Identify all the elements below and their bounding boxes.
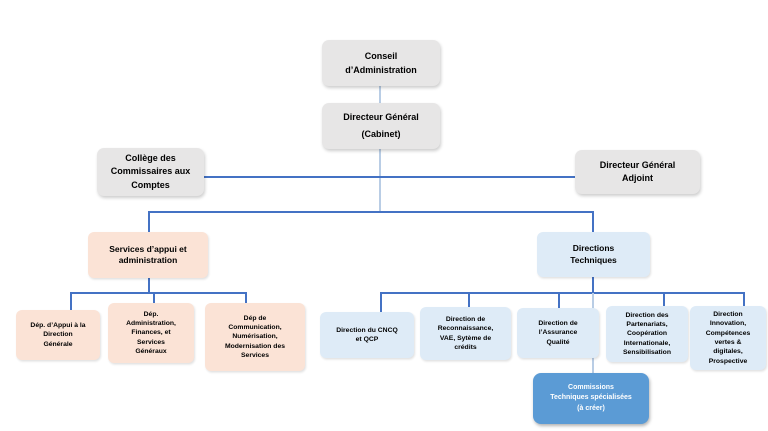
org-node-directeur-general-adjoint: Directeur Général Adjoint xyxy=(575,150,700,194)
connector-drop-partenariats xyxy=(663,292,665,306)
org-node-direction-partenariats: Direction des Partenariats, Coopération … xyxy=(606,306,688,362)
org-node-direction-reconnaissance: Direction de Reconnaissance, VAE, Sytème… xyxy=(420,307,511,360)
connector-right-splitter xyxy=(380,292,743,294)
org-node-dep-admin-finances: Dép. Administration, Finances, et Servic… xyxy=(108,303,194,363)
connector-drop-dep-communication xyxy=(245,292,247,304)
org-node-directions-techniques: Directions Techniques xyxy=(537,232,650,277)
org-node-college-commissaires: Collège des Commissaires aux Comptes xyxy=(97,148,204,196)
connector-services-down xyxy=(148,278,150,293)
org-node-dep-communication: Dép de Communication, Numérisation, Mode… xyxy=(205,303,305,371)
connector-drop-innovation xyxy=(743,292,745,306)
connector-drop-directions-techniques xyxy=(592,211,594,232)
org-node-dep-appui-direction: Dép. d’Appui à la Direction Générale xyxy=(16,310,100,360)
connector-dg-main-spine xyxy=(379,149,381,211)
connector-conseil-dg xyxy=(379,86,381,103)
org-node-direction-assurance-qualite: Direction de l’Assurance Qualité xyxy=(517,308,599,358)
connector-drop-cncq xyxy=(380,292,382,312)
connector-drop-reconnaissance xyxy=(468,292,470,307)
connector-left-splitter xyxy=(70,292,246,294)
org-node-direction-cncq: Direction du CNCQ et QCP xyxy=(320,312,414,358)
org-node-conseil-administration: Conseil d’Administration xyxy=(322,40,440,86)
connector-college-dga xyxy=(204,176,575,178)
connector-drop-services xyxy=(148,211,150,232)
connector-dtech-down xyxy=(592,277,594,292)
org-node-commissions-techniques: Commissions Techniques spécialisées (à c… xyxy=(533,373,649,424)
connector-drop-dep-admin xyxy=(153,292,155,304)
org-node-directeur-general: Directeur Général (Cabinet) xyxy=(322,103,440,149)
org-node-direction-innovation: Direction Innovation, Compétences vertes… xyxy=(690,306,766,370)
org-node-services-appui: Services d’appui et administration xyxy=(88,232,208,278)
connector-level2-splitter xyxy=(148,211,594,213)
connector-drop-dep-appui xyxy=(70,292,72,310)
connector-drop-assurance-qualite xyxy=(558,292,560,308)
